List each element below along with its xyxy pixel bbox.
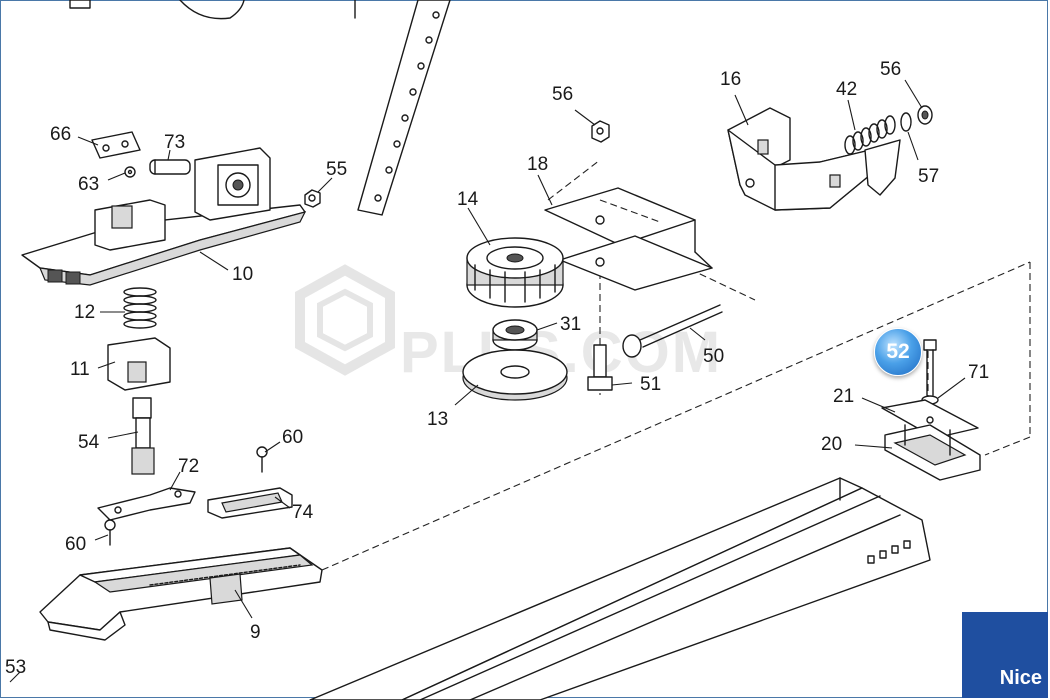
brand-logo: Nice <box>962 612 1048 698</box>
part-51-screw <box>587 344 613 391</box>
label-18: 18 <box>527 154 548 175</box>
part-52-screw <box>923 339 937 396</box>
label-56-center: 56 <box>552 84 573 105</box>
part-63-washer <box>124 166 136 178</box>
label-74: 74 <box>292 502 314 523</box>
label-54: 54 <box>78 432 100 453</box>
highlighted-part-badge[interactable]: 52 <box>874 328 922 376</box>
part-9-slider <box>39 547 323 641</box>
label-72: 72 <box>178 456 199 477</box>
label-20: 20 <box>821 434 842 455</box>
label-66: 66 <box>50 124 71 145</box>
label-50: 50 <box>703 346 724 367</box>
part-60-screw-b <box>104 519 116 546</box>
label-51: 51 <box>640 374 661 395</box>
label-9: 9 <box>250 622 261 643</box>
label-11: 11 <box>70 359 90 380</box>
part-11-block <box>107 337 171 391</box>
top-partial-parts <box>69 0 356 20</box>
part-14-gear <box>466 237 564 308</box>
part-42-spring <box>844 115 896 155</box>
part-60-screw-a <box>256 446 268 473</box>
part-57-washer <box>900 112 912 132</box>
part-53-rail <box>309 477 931 700</box>
label-14: 14 <box>457 189 479 210</box>
label-73: 73 <box>164 132 185 153</box>
label-57: 57 <box>918 166 939 187</box>
label-53: 53 <box>5 657 26 678</box>
label-12: 12 <box>74 302 95 323</box>
part-31-bearing <box>492 319 538 351</box>
part-16-bracket <box>727 107 901 211</box>
part-56-nut-right <box>917 105 933 125</box>
part-74-bracket <box>207 487 293 519</box>
label-60-a: 60 <box>282 427 303 448</box>
label-63: 63 <box>78 174 99 195</box>
part-20-bracket <box>884 424 981 481</box>
part-50-bolt <box>622 304 723 358</box>
perforated-strap <box>357 0 451 216</box>
label-42: 42 <box>836 79 857 100</box>
label-10: 10 <box>232 264 253 285</box>
part-12-spring <box>123 287 157 329</box>
part-18-plate <box>544 187 713 291</box>
part-73-pin <box>149 159 191 175</box>
label-13: 13 <box>427 409 448 430</box>
label-56-right: 56 <box>880 59 901 80</box>
callout-labels: 66 73 63 55 10 12 11 54 72 60 60 74 9 53… <box>5 59 989 678</box>
label-60-b: 60 <box>65 534 86 555</box>
part-10-carriage <box>21 147 307 286</box>
leader-lines <box>9 79 966 683</box>
label-55: 55 <box>326 159 347 180</box>
part-54-actuator <box>131 397 155 475</box>
highlighted-part-number: 52 <box>886 340 910 363</box>
label-21: 21 <box>833 386 854 407</box>
part-56-nut-center <box>591 120 610 143</box>
part-13-disc <box>462 349 568 401</box>
brand-logo-text: Nice <box>999 667 1042 689</box>
label-71: 71 <box>968 362 989 383</box>
part-72-lever <box>97 487 196 521</box>
label-31: 31 <box>560 314 581 335</box>
label-16: 16 <box>720 69 741 90</box>
part-66-clip <box>91 131 141 159</box>
part-55-nut <box>304 189 321 208</box>
